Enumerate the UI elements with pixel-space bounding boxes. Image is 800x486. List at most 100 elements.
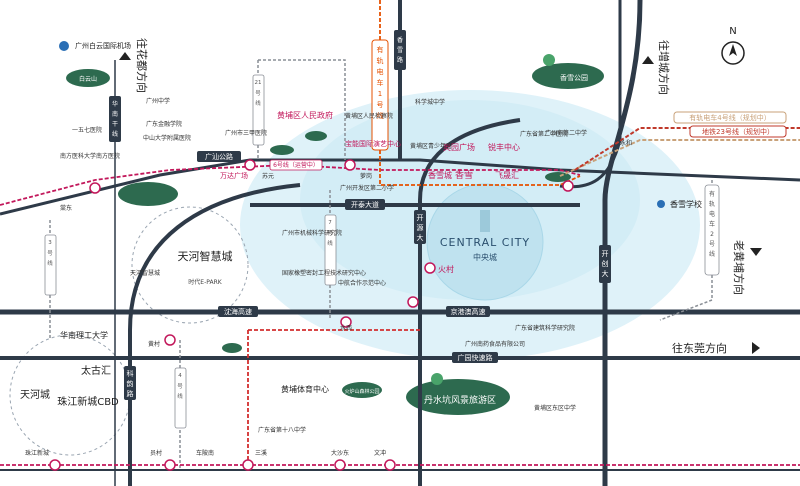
poi-aoyuan: 奥园广场 bbox=[443, 142, 475, 152]
road-label-kaichuang: 开 bbox=[417, 214, 424, 222]
metro-label-tram2-g: 线 bbox=[709, 250, 715, 258]
small-park-d bbox=[545, 172, 571, 182]
station-huangcun: 黄村 bbox=[148, 340, 160, 348]
poi-yingcheng: 中航合作示范中心 bbox=[338, 279, 386, 287]
station-marker-7 bbox=[164, 334, 176, 346]
road-label-kechuang-2: 韵 bbox=[127, 379, 134, 388]
metro-label-line7: 7 bbox=[328, 220, 332, 226]
road-label-guangyuan: 广园快速路 bbox=[458, 353, 493, 362]
small-park-a bbox=[222, 343, 242, 353]
poi-guangzhou-science: 广州市机械科学研究院 bbox=[282, 229, 342, 237]
station-marker-2 bbox=[244, 159, 256, 171]
road-label-jinggang-box bbox=[446, 306, 490, 317]
metro-tram4 bbox=[559, 139, 800, 177]
xiangxue-park bbox=[532, 63, 604, 89]
central-city-building bbox=[480, 210, 490, 232]
poi-guangdong-tech: 广东省建筑科学研究院 bbox=[515, 324, 575, 332]
tianhe-smart-ring bbox=[131, 206, 249, 324]
metro-line23 bbox=[574, 127, 800, 171]
poi-national-center: 国家橡塑密封工程技术研究中心 bbox=[282, 269, 366, 277]
metro-label-tram2-b: 轨 bbox=[709, 200, 715, 208]
compass-label: N bbox=[729, 26, 736, 37]
poi-xiangxue-school-icon bbox=[657, 200, 665, 208]
metro-label-line3-b: 号 bbox=[47, 250, 53, 257]
metro-label-line21-c: 线 bbox=[255, 99, 261, 107]
arrow-laohuangpu bbox=[750, 248, 762, 256]
station-xiangxue: 香雪 bbox=[455, 170, 473, 181]
baiyun-park bbox=[66, 69, 110, 87]
road-label-shenhai-box bbox=[218, 306, 258, 317]
district-tianhe-sub: 时代E-PARK bbox=[188, 278, 222, 286]
road-label-guangshan: 广汕公路 bbox=[205, 152, 233, 161]
poi-sanjia: 广州市三甲医院 bbox=[225, 129, 267, 137]
station-sanxi: 三溪 bbox=[255, 449, 267, 457]
metro-label-tram2-box bbox=[704, 184, 720, 276]
poi-huangpu-dep: 黄埔区人民检察院 bbox=[345, 112, 393, 120]
poi-ruifeng: 锐丰中心 bbox=[488, 142, 520, 152]
metro-label-line23-box bbox=[689, 125, 787, 138]
road-label-kaiyuan-2: 创 bbox=[602, 259, 609, 268]
metro-label-tram2-d: 车 bbox=[709, 220, 715, 228]
station-chepi: 车陂南 bbox=[196, 449, 214, 457]
road-kechuang bbox=[128, 183, 301, 486]
station-tangdong: 棠东 bbox=[60, 204, 72, 212]
road-label-kaichuang-3: 大 bbox=[417, 233, 424, 242]
metro-label-tram1: 有 bbox=[377, 45, 384, 54]
metro-label-tram1-g: 线 bbox=[377, 111, 384, 120]
direction-dongguan: 往东莞方向 bbox=[672, 341, 727, 355]
danshuikeng-park bbox=[406, 379, 510, 415]
metro-label-tram4-box bbox=[673, 111, 787, 124]
poi-guangzhou-zhongxue: 广州中学 bbox=[146, 97, 170, 105]
road-label-kaichuang-box bbox=[414, 210, 426, 244]
metro-label-tram1-b: 轨 bbox=[377, 56, 384, 65]
station-yuancun: 员村 bbox=[150, 449, 162, 457]
metro-label-tram1-d: 车 bbox=[377, 78, 384, 87]
metro-label-line3-box bbox=[44, 234, 57, 296]
road-label-huanan-2: 南 bbox=[112, 110, 118, 118]
station-markers bbox=[49, 159, 574, 471]
road-label-huanan-box bbox=[109, 96, 121, 142]
road-label-kechuang: 科 bbox=[127, 369, 134, 378]
poi-xiangxue-school: 香雪学校 bbox=[670, 199, 702, 209]
road-label-jinggang: 京港澳高速 bbox=[451, 307, 486, 316]
road-kaichuang bbox=[418, 118, 521, 486]
metro-label-line21-b: 号 bbox=[255, 90, 261, 97]
road-label-kaiyuan-3: 大 bbox=[602, 269, 609, 278]
poi-southern-medical: 南方医科大学南方医院 bbox=[60, 152, 120, 160]
poi-wanda: 万达广场 bbox=[220, 171, 248, 180]
station-luogang: 萝岗 bbox=[360, 172, 372, 180]
poi-kexue-school: 科学城中学 bbox=[415, 98, 445, 106]
station-huocun: 火村 bbox=[438, 264, 454, 274]
metro-label-line4-c: 线 bbox=[177, 392, 183, 400]
road-label-dongfang: 香 bbox=[397, 36, 403, 44]
poi-huangpu-lib: 黄埔区青少年宫 bbox=[410, 142, 452, 150]
arrow-huadu bbox=[119, 52, 131, 60]
station-shuixi: 水西 bbox=[340, 324, 352, 332]
central-city-name-cn: 中央城 bbox=[473, 252, 497, 262]
metro-label-line7-box bbox=[324, 214, 337, 286]
road-label-huanan-4: 线 bbox=[112, 130, 118, 138]
road-label-dongfang-2: 雪 bbox=[397, 47, 403, 54]
road-label-dongfang-3: 路 bbox=[397, 56, 403, 64]
small-park-c bbox=[305, 131, 327, 141]
road-label-kaiyuan: 开 bbox=[602, 250, 609, 258]
xiangxue-park-tree bbox=[543, 54, 555, 66]
station-yonghe: 永和 bbox=[620, 139, 632, 147]
station-tianhe-smart: 天河智慧城 bbox=[130, 269, 160, 277]
station-marker-4 bbox=[562, 180, 574, 192]
station-marker-11 bbox=[242, 459, 254, 471]
direction-huadu: 往花都方向 bbox=[135, 38, 149, 93]
district-zhujiang-cbd: 珠江新城CBD bbox=[57, 395, 119, 408]
poi-kaifaqu: 广州开发区第二小学 bbox=[340, 184, 394, 192]
poi-jingxue: 广东省第二中医院 bbox=[520, 130, 568, 138]
metro-label-line7-b: 号 bbox=[327, 230, 333, 237]
xiangxue-park-label: 香雪公园 bbox=[560, 73, 588, 82]
district-huangpu-sport: 黄埔体育中心 bbox=[281, 384, 329, 394]
road-label-guangyuan-box bbox=[452, 352, 498, 363]
metro-label-line21: 21 bbox=[255, 80, 262, 86]
danshuikeng-label: 丹水坑风景旅游区 bbox=[424, 394, 496, 406]
station-marker-13 bbox=[384, 459, 396, 471]
danshuikeng-tree bbox=[431, 373, 443, 385]
metro-label-line21-box bbox=[252, 74, 265, 146]
